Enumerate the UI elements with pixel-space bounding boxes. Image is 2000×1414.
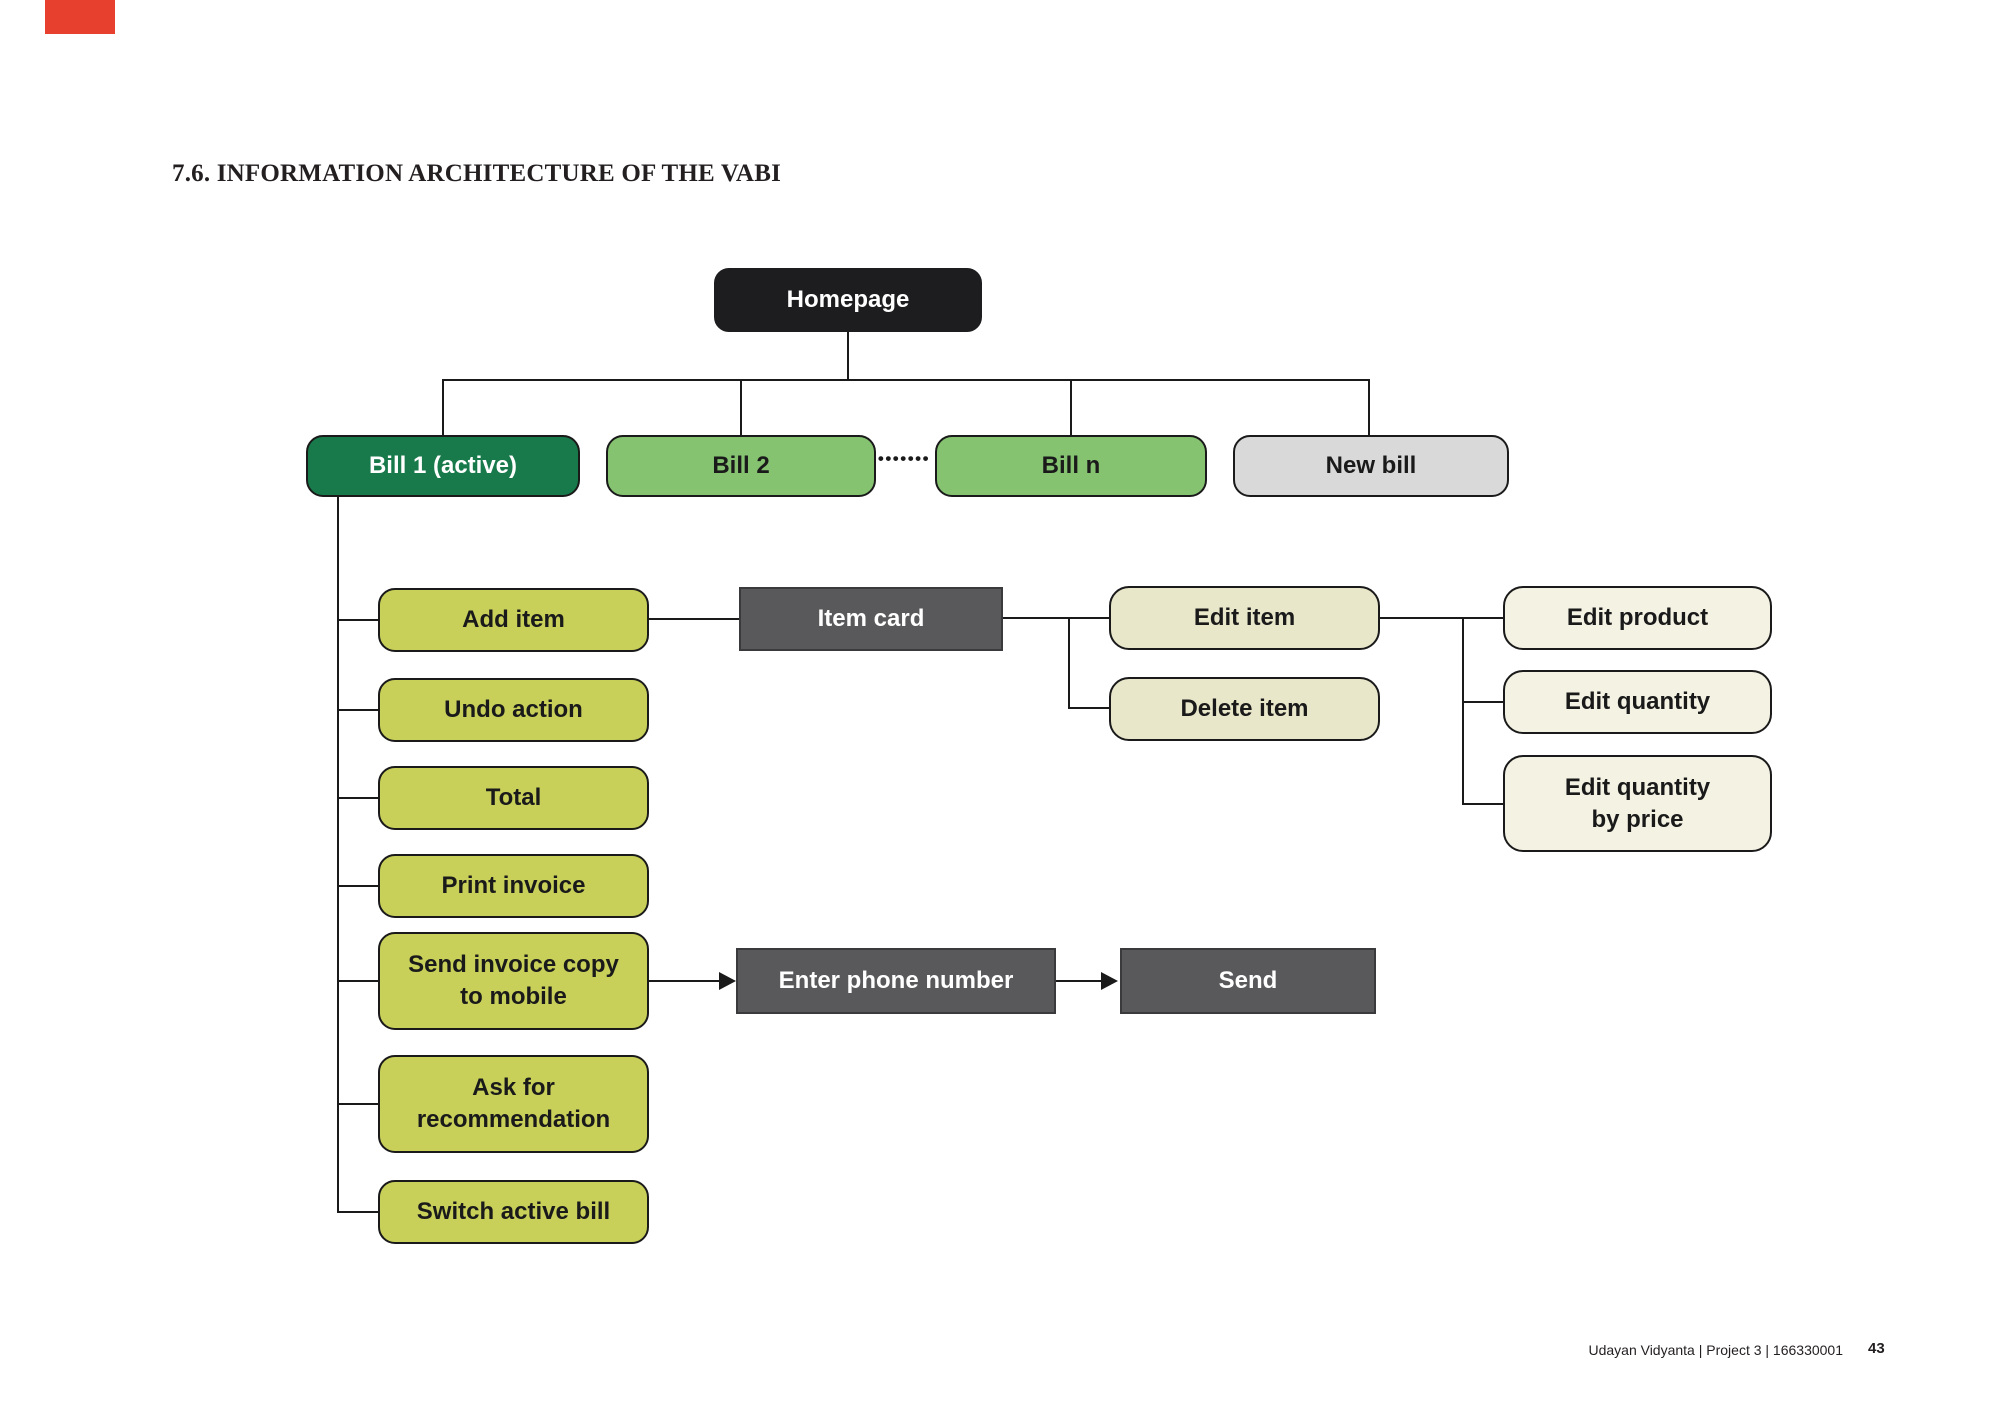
- connector-line: [1003, 617, 1109, 619]
- node-total: Total: [378, 766, 649, 830]
- node-enter-phone-number: Enter phone number: [736, 948, 1056, 1014]
- connector-line: [337, 885, 378, 887]
- connector-line: [1068, 617, 1070, 709]
- node-edit-quantity: Edit quantity: [1503, 670, 1772, 734]
- page-title: 7.6. INFORMATION ARCHITECTURE OF THE VAB…: [172, 160, 781, 187]
- connector-line: [1068, 707, 1109, 709]
- connector-line: [442, 379, 1370, 381]
- node-edit-item: Edit item: [1109, 586, 1380, 650]
- connector-line: [646, 980, 720, 982]
- connector-line: [1368, 379, 1370, 435]
- node-label: Edit quantity by price: [1564, 773, 1711, 833]
- connector-line: [337, 1211, 378, 1213]
- connector-line: [1056, 980, 1103, 982]
- node-edit-quantity-by-price: Edit quantity by price: [1503, 755, 1772, 852]
- node-send-invoice-copy-to-mobile: Send invoice copy to mobile: [378, 932, 649, 1030]
- connector-line: [337, 980, 378, 982]
- arrow-right-icon: [719, 972, 736, 990]
- connector-line: [337, 497, 339, 1213]
- node-new-bill: New bill: [1233, 435, 1509, 497]
- node-ask-for-recommendation: Ask for recommendation: [378, 1055, 649, 1153]
- connector-line: [649, 618, 739, 620]
- connector-line: [847, 332, 849, 381]
- connector-line: [1380, 617, 1503, 619]
- node-edit-product: Edit product: [1503, 586, 1772, 650]
- connector-line: [1462, 617, 1464, 805]
- node-undo-action: Undo action: [378, 678, 649, 742]
- connector-line: [1462, 803, 1503, 805]
- node-send: Send: [1120, 948, 1376, 1014]
- ellipsis-dots: •••••••: [877, 449, 931, 468]
- node-bill-2: Bill 2: [606, 435, 876, 497]
- node-bill-1-active: Bill 1 (active): [306, 435, 580, 497]
- node-homepage: Homepage: [714, 268, 982, 332]
- connector-line: [740, 379, 742, 435]
- node-delete-item: Delete item: [1109, 677, 1380, 741]
- footer-credit: Udayan Vidyanta | Project 3 | 166330001: [1588, 1342, 1843, 1358]
- corner-marker: [45, 0, 115, 34]
- connector-line: [337, 797, 378, 799]
- node-bill-n: Bill n: [935, 435, 1207, 497]
- node-label: Send invoice copy to mobile: [408, 951, 619, 1010]
- node-switch-active-bill: Switch active bill: [378, 1180, 649, 1244]
- connector-line: [1462, 701, 1503, 703]
- connector-line: [337, 619, 378, 621]
- node-item-card: Item card: [739, 587, 1003, 651]
- connector-line: [337, 1103, 378, 1105]
- node-print-invoice: Print invoice: [378, 854, 649, 918]
- arrow-right-icon: [1101, 972, 1118, 990]
- footer-page-number: 43: [1868, 1340, 1885, 1357]
- connector-line: [442, 379, 444, 435]
- connector-line: [337, 709, 378, 711]
- node-add-item: Add item: [378, 588, 649, 652]
- connector-line: [1070, 379, 1072, 435]
